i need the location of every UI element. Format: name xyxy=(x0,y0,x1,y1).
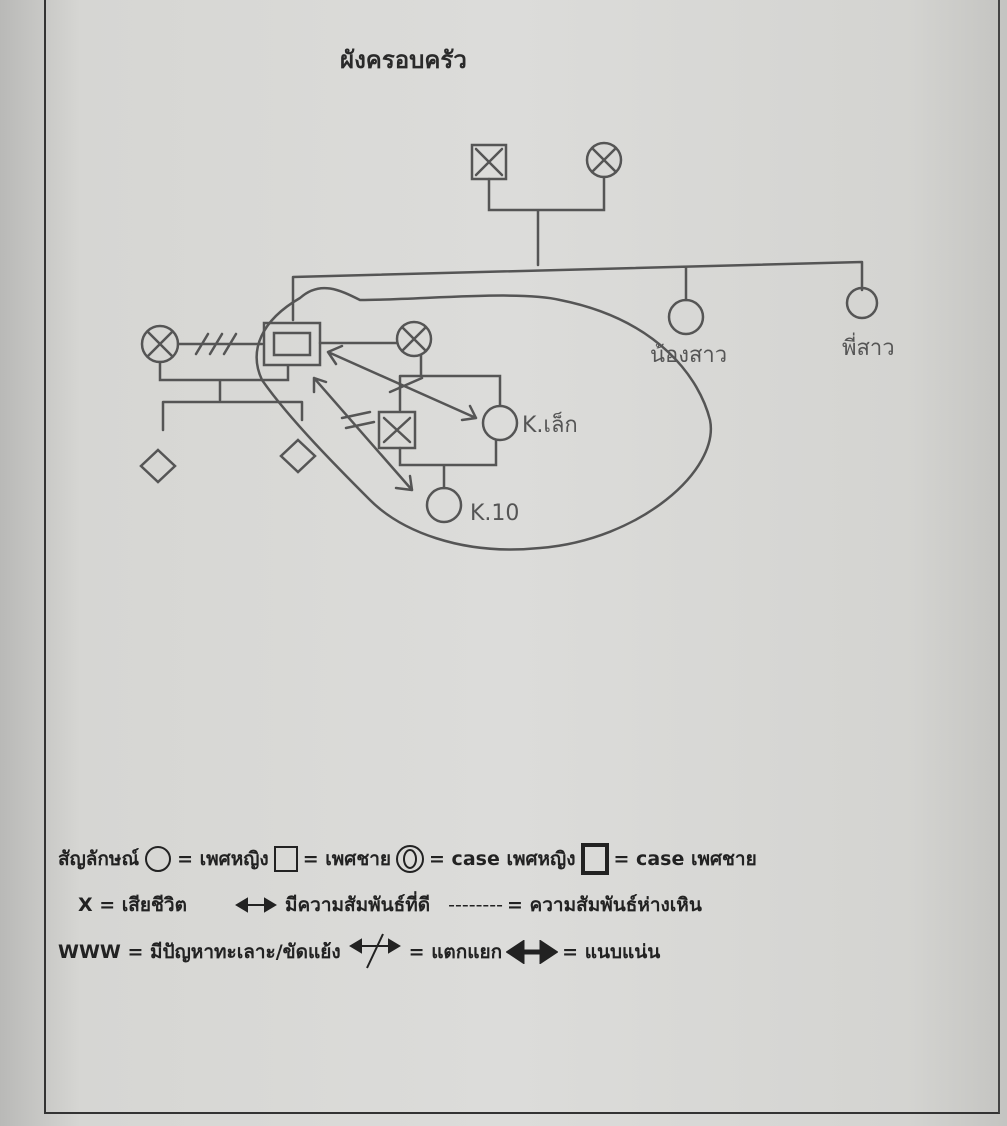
relation-arrow-case-child-small xyxy=(326,344,478,422)
male-square-icon xyxy=(273,846,298,872)
grandfather-deceased xyxy=(470,143,508,181)
child-10 xyxy=(425,486,463,524)
legend-broken: = แตกแยก xyxy=(408,941,503,963)
good-relation-arrow-icon xyxy=(234,897,277,913)
second-wife-deceased xyxy=(395,320,433,358)
child-small xyxy=(481,404,519,442)
legend-distant-line: -------- xyxy=(448,894,503,916)
ex-wife-deceased xyxy=(140,324,180,364)
legend-female: = เพศหญิง xyxy=(177,848,269,870)
page-title: ผังครอบครัว xyxy=(340,46,467,74)
sibling-line xyxy=(291,260,864,322)
legend-deceased: X = เสียชีวิต xyxy=(78,894,187,916)
grandmother-deceased xyxy=(585,141,623,179)
legend-conflict: WWW = มีปัญหาทะเลาะ/ขัดแย้ง xyxy=(58,941,341,963)
legend-distant-relation: = ความสัมพันธ์ห่างเหิน xyxy=(507,894,702,916)
legend-good-relation: มีความสัมพันธ์ที่ดี xyxy=(284,894,431,916)
legend-male: = เพศชาย xyxy=(302,848,392,870)
broken-relation-arrow-icon xyxy=(348,933,401,969)
legend-case-female: = case เพศหญิง xyxy=(429,848,576,870)
son-deceased xyxy=(377,410,417,450)
older-sister-label: พี่สาว xyxy=(842,332,895,361)
legend-row-1: สัญลักษณ์ = เพศหญิง = เพศชาย = case เพศห… xyxy=(58,843,757,875)
older-sister xyxy=(845,286,879,320)
legend-heading: สัญลักษณ์ xyxy=(58,848,140,870)
close-relation-arrow-icon xyxy=(506,940,559,964)
female-circle-icon xyxy=(145,846,172,872)
child-unknown-1 xyxy=(139,448,177,484)
relation-arrow-case-child-10 xyxy=(312,376,414,492)
legend-row-3: WWW = มีปัญหาทะเลาะ/ขัดแย้ง = แตกแยก = แ… xyxy=(58,932,660,972)
conflict-line xyxy=(176,332,264,356)
second-marriage-line xyxy=(318,341,502,412)
legend-case-male: = case เพศชาย xyxy=(613,848,757,870)
first-marriage-children xyxy=(158,360,304,432)
grandchild-line xyxy=(398,438,498,490)
legend-row-2: X = เสียชีวิต มีความสัมพันธ์ที่ดี ------… xyxy=(78,890,702,920)
document-page xyxy=(44,0,1000,1114)
child-small-label: K.เล็ก xyxy=(522,410,578,438)
younger-sister xyxy=(667,298,705,336)
household-boundary xyxy=(255,286,713,551)
legend-close: = แนบแน่น xyxy=(562,941,661,963)
child-unknown-2 xyxy=(279,438,317,474)
case-male xyxy=(262,321,322,367)
marriage-line xyxy=(487,175,606,267)
case-male-icon xyxy=(580,843,609,875)
case-female-icon xyxy=(396,845,425,873)
child-10-label: K.10 xyxy=(470,501,519,526)
